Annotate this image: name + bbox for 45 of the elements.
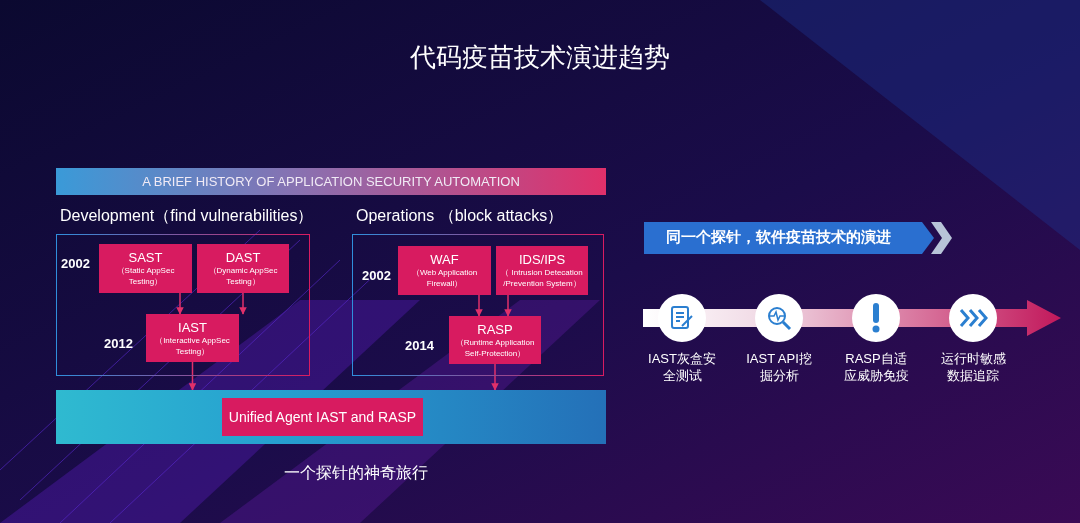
box-subtitle: （Web Application Firewall） — [410, 267, 479, 289]
year-label: 2014 — [405, 338, 434, 353]
process-box — [496, 246, 588, 295]
arrow — [239, 292, 247, 315]
process-box — [398, 246, 491, 295]
unified-band — [56, 390, 606, 444]
box-subtitle: （ Intrusion Detecation /Prevention System） — [500, 267, 584, 289]
box-subtitle: （Dynamic AppSec Testing） — [207, 265, 279, 287]
arrow — [475, 294, 483, 317]
section-frame — [56, 206, 310, 376]
arrow — [188, 361, 197, 391]
process-box — [146, 314, 239, 362]
title-banner — [56, 168, 606, 195]
process-box — [99, 244, 192, 293]
box-subtitle: （Static AppSec Testing） — [115, 265, 176, 287]
year-label: 2002 — [61, 256, 90, 271]
year-label: 2002 — [362, 268, 391, 283]
box-title: RASP — [477, 321, 513, 337]
chevron-banner — [644, 222, 952, 254]
box-title: Unified Agent IAST and RASP — [228, 409, 417, 425]
step-label: IAST灰盒安全测试 — [647, 350, 717, 384]
arrow — [491, 363, 499, 391]
process-box — [197, 244, 289, 293]
step-label: IAST API挖掘分析 — [745, 350, 813, 384]
arrow — [176, 292, 184, 315]
slide-title: 代码疫苗技术演进趋势 — [409, 41, 671, 74]
box-title: WAF — [430, 252, 459, 267]
section-heading: Operations （block attacks） — [356, 206, 564, 226]
box-title: DAST — [225, 250, 261, 265]
banner-text: A BRIEF HISTORY OF APPLICATION SECURITY AUTOMATION — [142, 174, 520, 189]
box-subtitle: （Interactive AppSec Testing） — [154, 334, 231, 357]
arrow — [504, 294, 512, 317]
section-heading: Development（find vulnerabilities） — [60, 206, 314, 226]
section-frame — [352, 206, 604, 376]
step-label: 运行时敏感数据追踪 — [939, 350, 1007, 384]
box-title: IDS/IPS — [518, 252, 566, 267]
box-title: SAST — [128, 250, 163, 265]
box-title: IAST — [178, 319, 207, 335]
agent-box — [222, 398, 423, 436]
banner-text: 同一个探针，软件疫苗技术的演进 — [666, 228, 891, 247]
box-subtitle: （Runtime Application Self-Protection） — [454, 336, 536, 359]
caption: 一个探针的神奇旅行 — [283, 463, 429, 483]
process-box — [449, 316, 541, 364]
step-label: RASP自适应威胁免疫 — [842, 350, 910, 384]
year-label: 2012 — [104, 336, 133, 351]
